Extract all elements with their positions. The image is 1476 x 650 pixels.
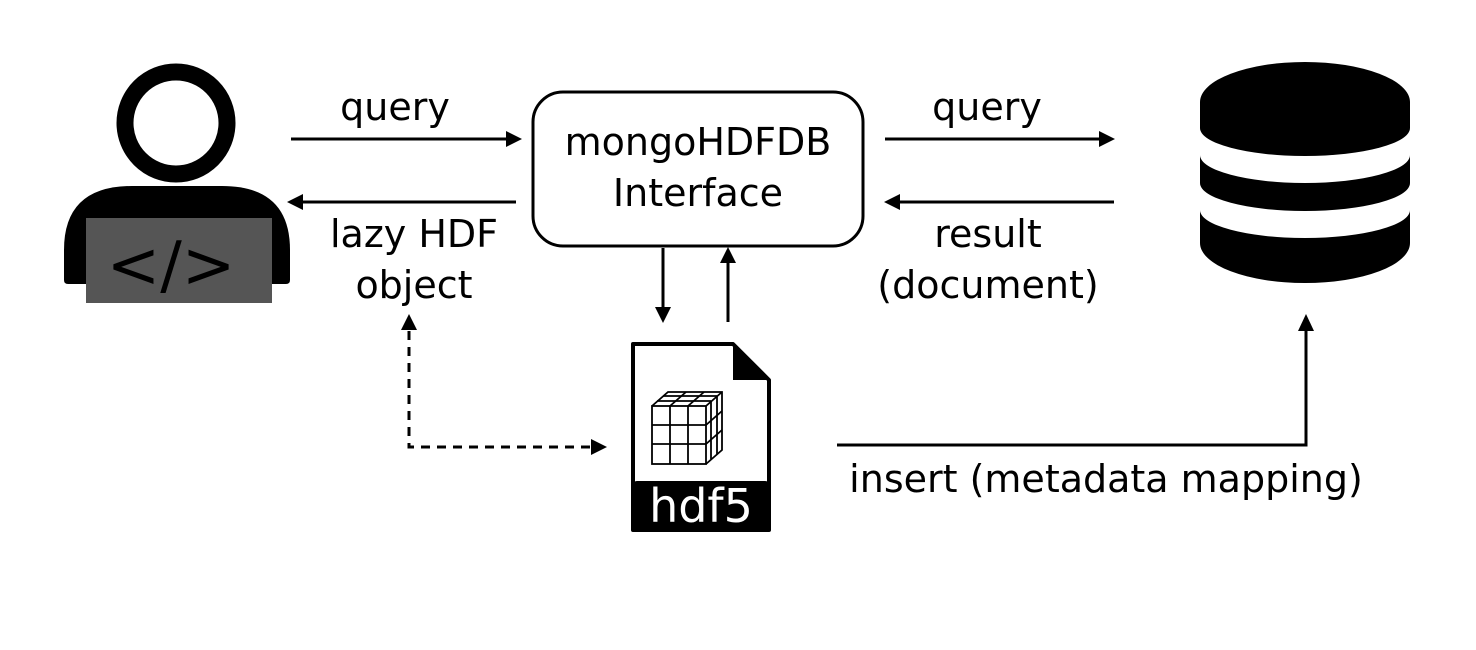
query-label-right: query [932, 85, 1042, 129]
lazy-object-label-line1: lazy HDF [330, 212, 498, 256]
database-top [1200, 62, 1410, 156]
result-label-line2: (document) [877, 263, 1098, 307]
arrow-insert-to-database [837, 330, 1308, 447]
file-fold [733, 344, 769, 380]
interface-title-line2: Interface [613, 171, 783, 215]
hdf5-file-icon: hdf5 [631, 342, 771, 533]
data-cube-icon [651, 391, 723, 465]
result-label-line1: result [934, 212, 1042, 256]
lazy-object-label-line2: object [355, 263, 472, 307]
code-symbol: </> [107, 229, 236, 303]
user-head [116, 63, 236, 183]
interface-box-border [531, 90, 865, 248]
interface-title-line1: mongoHDFDB [565, 120, 832, 164]
hdf5-label: hdf5 [649, 479, 753, 533]
dashed-link-lazy-object-file [407, 331, 592, 449]
arrows [287, 131, 1314, 455]
file-label-band [631, 481, 771, 531]
laptop-screen [86, 218, 272, 303]
database-icon [1200, 62, 1410, 283]
developer-laptop-icon: </> [64, 63, 290, 303]
query-label-left: query [340, 85, 450, 129]
database-middle [1200, 155, 1410, 211]
database-bottom [1200, 210, 1410, 283]
interface-box: mongoHDFDB Interface [531, 90, 865, 248]
insert-label: insert (metadata mapping) [849, 457, 1363, 501]
